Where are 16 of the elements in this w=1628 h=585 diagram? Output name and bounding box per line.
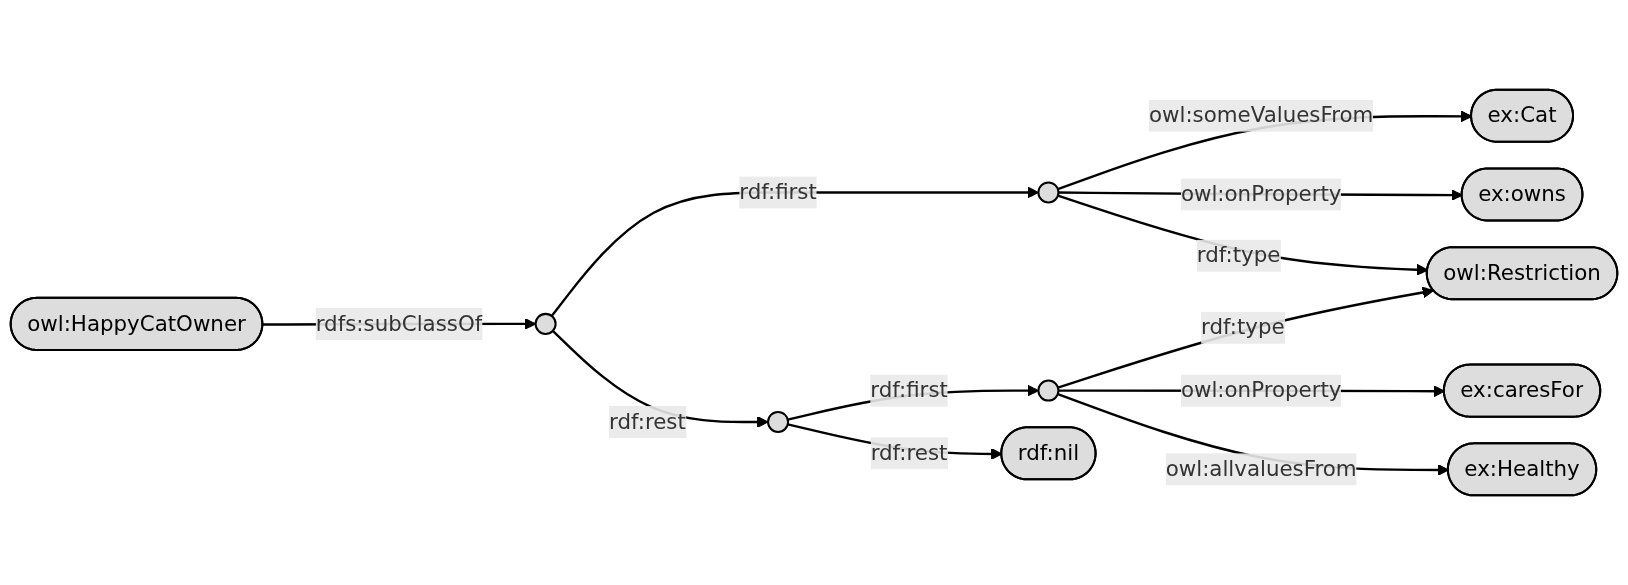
edge-label: rdf:rest xyxy=(870,439,948,466)
edge-label: owl:onProperty xyxy=(1180,181,1342,207)
edge-label: rdf:rest xyxy=(609,408,686,434)
edge-label: owl:allvaluesFrom xyxy=(1165,455,1357,482)
edge-label: rdf:type xyxy=(1196,242,1281,268)
edge-label: rdfs:subClassOf xyxy=(315,310,483,336)
edge-label: owl:onProperty xyxy=(1180,377,1342,403)
edge-label: rdf:type xyxy=(1201,314,1285,340)
edge-label: rdf:first xyxy=(739,179,817,205)
node-circle xyxy=(534,312,557,335)
node-circle xyxy=(1037,379,1060,402)
edge-label: rdf:first xyxy=(870,377,948,403)
node-circle xyxy=(1037,181,1060,204)
edge-label: owl:someValuesFrom xyxy=(1148,102,1374,128)
arrow xyxy=(1057,286,1434,389)
node-circle xyxy=(767,410,790,433)
